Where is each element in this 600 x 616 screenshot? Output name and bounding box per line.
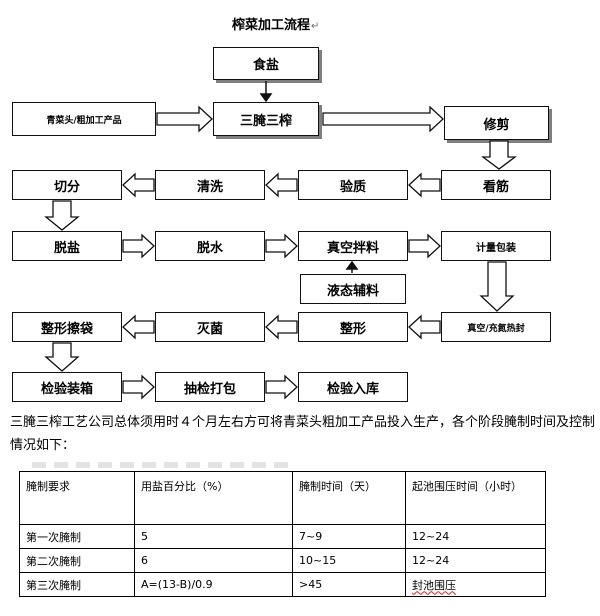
arrow-cut-to-desalt: [44, 200, 80, 231]
salting-table: 腌制要求 用盐百分比（%） 腌制时间（天） 起池围压时间（小时） 第一次腌制 5…: [19, 471, 546, 597]
table-header-cell: 起池围压时间（小时）: [405, 471, 546, 525]
arrow-liquid-head: [345, 260, 359, 270]
return-mark: ↵: [311, 21, 320, 32]
box-raw-material: 青菜头/粗加工产品: [12, 102, 156, 136]
table-cell: 第二次腌制: [19, 548, 135, 573]
arrow-shapebag-to-inspectbox: [44, 342, 80, 372]
box-vacuum-mix: 真空拌料: [298, 231, 408, 261]
arrow-dehydrate-to-vacmix: [265, 233, 298, 259]
table-row: 第三次腌制 A=(13-B)/0.9 >45 封池围压: [19, 572, 546, 597]
table-cell: 7~9: [292, 524, 406, 549]
box-storage: 检验入库: [298, 372, 408, 402]
arrow-vacseal-to-shape: [408, 314, 441, 340]
arrow-salt-head: [259, 93, 273, 103]
arrow-raw-to-sanyan: [156, 105, 213, 133]
box-shape-wipe-bag: 整形擦袋: [12, 312, 122, 342]
table-header-cell: 腌制要求: [19, 471, 135, 525]
page-title: 榨菜加工流程↵: [232, 18, 320, 33]
table-cell: 第一次腌制: [19, 524, 135, 549]
table-cell: 第三次腌制: [19, 572, 135, 597]
table-header-cell: 腌制时间（天）: [292, 471, 406, 525]
arrow-inspect-to-wash: [265, 172, 298, 198]
arrow-sterilize-to-shapebag: [122, 314, 155, 340]
arrow-shape-to-sterilize: [265, 314, 298, 340]
arrow-trim-to-check: [481, 140, 517, 170]
arrow-inspectbox-to-samplepack: [122, 374, 155, 400]
box-sanyan-sanzha: 三腌三榨: [213, 102, 319, 136]
table-cell: 5: [134, 524, 293, 549]
arrow-check-to-inspect: [408, 172, 441, 198]
box-dehydrate: 脱水: [155, 231, 265, 261]
box-sample-pack: 抽检打包: [155, 372, 265, 402]
table-cell: 12~24: [405, 548, 546, 573]
table-header-cell: 用盐百分比（%）: [134, 471, 293, 525]
arrow-weigh-to-vacseal: [479, 261, 515, 312]
box-check-fiber: 看筋: [441, 170, 551, 200]
arrow-samplepack-to-storage: [265, 374, 298, 400]
table-cell: A=(13-B)/0.9: [134, 572, 293, 597]
box-inspect-box: 检验装箱: [12, 372, 122, 402]
table-cell: 6: [134, 548, 293, 573]
faint-text-line: [32, 462, 292, 468]
box-vacuum-seal: 真空/充氮热封: [441, 312, 551, 342]
table-cell: 封池围压: [405, 572, 546, 597]
table-cell: 10~15: [292, 548, 406, 573]
arrow-sanyan-to-trim: [322, 105, 444, 133]
box-inspect-quality: 验质: [298, 170, 408, 200]
table-cell: >45: [292, 572, 406, 597]
table-row: 第二次腌制 6 10~15 12~24: [19, 548, 546, 573]
box-desalt: 脱盐: [12, 231, 122, 261]
box-cut: 切分: [12, 170, 122, 200]
table-cell: 12~24: [405, 524, 546, 549]
arrow-vacmix-to-weigh: [408, 233, 441, 259]
box-salt: 食盐: [213, 47, 319, 80]
box-wash: 清洗: [155, 170, 265, 200]
box-liquid-excipient: 液态辅料: [300, 274, 406, 304]
table-header-row: 腌制要求 用盐百分比（%） 腌制时间（天） 起池围压时间（小时）: [19, 471, 546, 525]
table-row: 第一次腌制 5 7~9 12~24: [19, 524, 546, 549]
box-shape: 整形: [298, 312, 408, 342]
description-paragraph: 三腌三榨工艺公司总体须用时４个月左右方可将青菜头粗加工产品投入生产，各个阶段腌制…: [10, 415, 596, 453]
box-weigh-pack: 计量包装: [441, 231, 551, 261]
arrow-wash-to-cut: [122, 172, 155, 198]
box-sterilize: 灭菌: [155, 312, 265, 342]
arrow-desalt-to-dehydrate: [122, 233, 155, 259]
box-trim: 修剪: [444, 106, 549, 140]
